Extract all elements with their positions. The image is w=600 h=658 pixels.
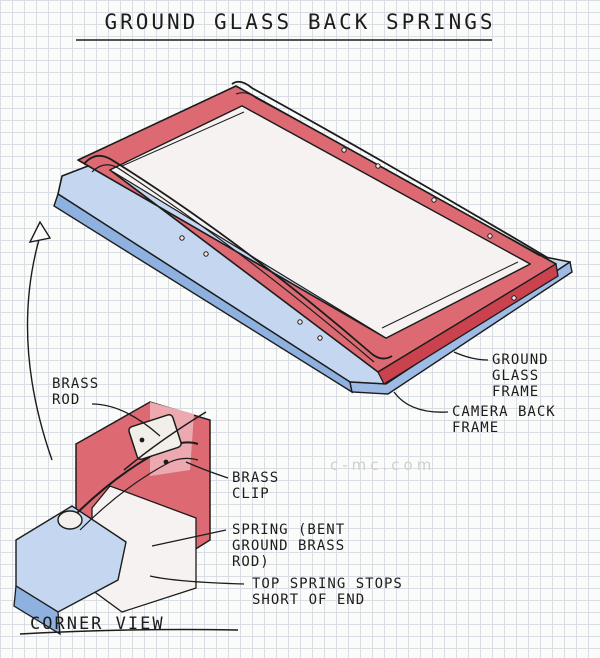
clip-screw-2 [163,459,169,465]
spring-top-2 [235,92,541,257]
label-line: GROUND BRASS [232,538,346,554]
label-line: FRAME [492,384,540,400]
screw-holes [179,147,517,341]
label-brass-rod: BRASS ROD [52,376,99,408]
label-line: SHORT OF END [252,592,366,608]
corner-back-frame-front [13,584,61,636]
camera-back-frame-side [349,260,573,395]
label-line: GROUND [492,352,549,368]
label-line: CAMERA BACK [452,404,556,420]
label-line: TOP SPRING STOPS [252,576,403,592]
label-line: ROD) [232,554,270,570]
frame-inner-line [121,111,519,329]
label-line: SPRING (BENT [232,522,346,538]
label-brass-clip: BRASS CLIP [232,470,279,502]
label-camera-back-frame: CAMERA BACK FRAME [452,404,556,436]
label-line: FRAME [452,420,500,436]
label-ground-glass-frame: GROUND GLASS FRAME [492,352,549,400]
label-top-spring: TOP SPRING STOPS SHORT OF END [252,576,403,608]
view-arrow [26,235,53,461]
ground-glass-frame-front [377,262,559,385]
clip-screw-1 [139,437,145,443]
ground-glass [108,105,532,339]
corner-brass-rod [123,411,207,471]
label-corner-view: CORNER VIEW [30,614,165,634]
corner-rod-end [57,510,83,530]
watermark: c-mc.com [330,456,436,474]
label-spring: SPRING (BENT GROUND BRASS ROD) [232,522,345,570]
diagram-title: GROUND GLASS BACK SPRINGS [104,10,496,34]
spring-top [231,80,549,259]
view-arrow-head [28,220,52,243]
label-line: GLASS [492,368,540,384]
label-line: BRASS [232,470,280,486]
leader-lines [91,351,489,585]
spring-left [83,154,393,360]
corner-view-underline [19,628,239,635]
label-line: BRASS [52,376,100,392]
label-line: ROD [52,392,81,408]
spring-left-2 [91,164,375,363]
label-line: CLIP [232,486,270,502]
